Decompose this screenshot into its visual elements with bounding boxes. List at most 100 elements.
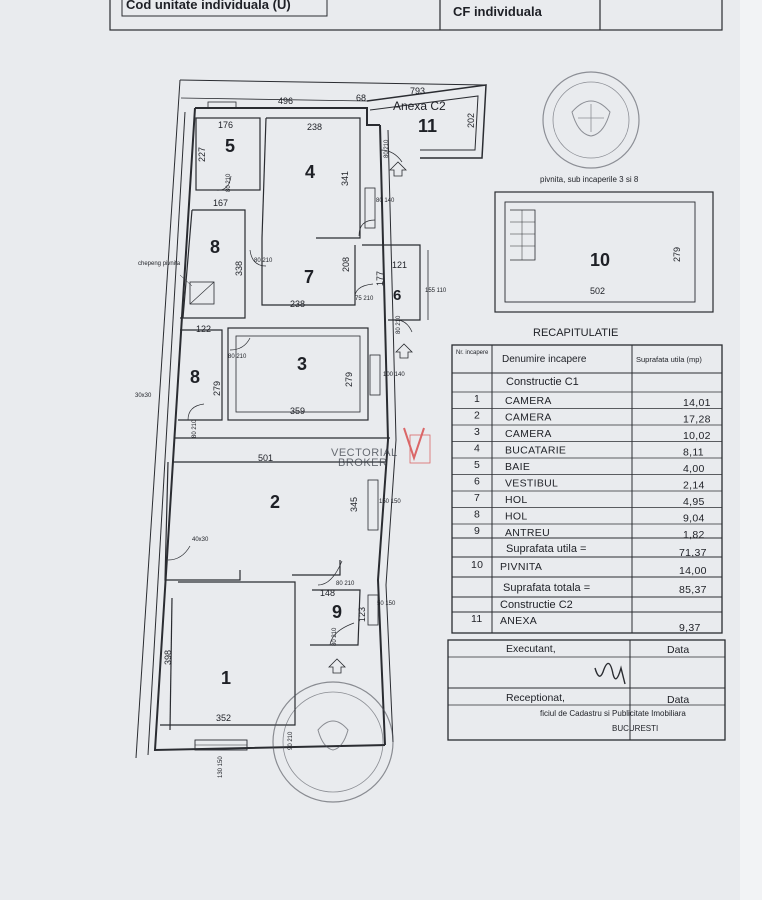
dim-label: 279 bbox=[344, 372, 354, 387]
recap-row-nr: 9 bbox=[474, 525, 480, 537]
recap-row-nr: 4 bbox=[474, 443, 480, 455]
recap-row-nr: 7 bbox=[474, 492, 480, 504]
dim-label: 208 bbox=[341, 257, 351, 272]
dim-label: 501 bbox=[258, 453, 273, 463]
recap-row-nr: 5 bbox=[474, 459, 480, 471]
opening-label: 80 210 bbox=[254, 258, 273, 264]
data-label-1: Data bbox=[667, 644, 689, 656]
data-label-2: Data bbox=[667, 694, 689, 706]
opening-label: 80 210 bbox=[384, 139, 390, 158]
opening-label: 80 210 bbox=[332, 627, 338, 646]
dim-left: 496 bbox=[278, 96, 293, 106]
room-7-number: 7 bbox=[304, 267, 314, 287]
dim-label: 177 bbox=[375, 271, 385, 286]
stamp-line-1: ficiul de Cadastru si Publicitate Imobil… bbox=[540, 709, 686, 718]
dim-label: 345 bbox=[349, 497, 359, 512]
recap-row-area: 8,11 bbox=[683, 447, 704, 459]
recap-row-area: 4,95 bbox=[683, 496, 705, 508]
recap-row-name: CAMERA bbox=[505, 412, 552, 424]
anexa-title: Anexa C2 bbox=[393, 99, 446, 113]
anexa-area: 9,37 bbox=[679, 622, 701, 634]
ministry-stamp bbox=[272, 681, 394, 803]
suprafata-utila-value: 71,37 bbox=[679, 547, 707, 559]
dim-label: 352 bbox=[216, 713, 231, 723]
chepeng-label: chepeng pivnita bbox=[138, 261, 181, 267]
dim-label: 279 bbox=[672, 247, 682, 262]
recap-row-area: 17,28 bbox=[683, 414, 711, 426]
dim-label: 359 bbox=[290, 406, 305, 416]
room-11-number: 11 bbox=[418, 116, 437, 136]
watermark-line1: VECTORIAL bbox=[331, 447, 398, 459]
recap-row-area: 10,02 bbox=[683, 430, 711, 442]
dim-label: 502 bbox=[590, 286, 605, 296]
pivnita-nr: 10 bbox=[471, 559, 483, 571]
anexa-name: ANEXA bbox=[500, 615, 537, 627]
opening-label: 80 210 bbox=[192, 419, 198, 438]
dim-label: 123 bbox=[357, 607, 367, 622]
watermark-line2: BROKER bbox=[338, 457, 387, 469]
dim-label: 227 bbox=[197, 147, 207, 162]
room-6-number: 6 bbox=[393, 287, 401, 304]
anexa-nr: 11 bbox=[471, 613, 483, 625]
dim-label: 398 bbox=[163, 650, 173, 665]
suprafata-totala-value: 85,37 bbox=[679, 584, 707, 596]
recap-row-name: HOL bbox=[505, 511, 528, 523]
recap-row-nr: 8 bbox=[474, 509, 480, 521]
pivnita-name: PIVNITA bbox=[500, 561, 542, 573]
opening-label: 75 210 bbox=[355, 296, 374, 302]
room-8-lower-number: 8 bbox=[190, 367, 200, 387]
pivnita-note: pivnita, sub incaperile 3 si 8 bbox=[540, 175, 639, 184]
room-10-number: 10 bbox=[590, 250, 610, 270]
recap-row-area: 2,14 bbox=[683, 480, 705, 492]
opening-label: 130 150 bbox=[218, 756, 224, 778]
cod-unitate-label: Cod unitate individuala (U) bbox=[126, 0, 291, 12]
col-area-header: Suprafata utila (mp) bbox=[636, 355, 702, 364]
executant-label: Executant, bbox=[506, 643, 556, 655]
opening-label: 80 140 bbox=[376, 198, 395, 204]
recap-row-nr: 3 bbox=[474, 426, 480, 438]
floor-plan bbox=[135, 79, 714, 759]
signature-block: Executant, Data Receptionat, Data ficiul… bbox=[447, 639, 726, 741]
dim-label: 121 bbox=[392, 260, 407, 270]
recap-row-area: 14,01 bbox=[683, 397, 711, 409]
recap-row-area: 1,82 bbox=[683, 529, 705, 541]
dim-label: 341 bbox=[340, 171, 350, 186]
suprafata-totala-label: Suprafata totala = bbox=[503, 582, 590, 594]
section-c2: Constructie C2 bbox=[500, 599, 573, 611]
recap-row-nr: 1 bbox=[474, 393, 480, 405]
recap-table: RECAPITULATIE Nr. incapere Denumire inca… bbox=[451, 327, 723, 634]
recap-title: RECAPITULATIE bbox=[533, 327, 618, 339]
suprafata-utila-label: Suprafata utila = bbox=[506, 543, 586, 555]
dim-total: 793 bbox=[410, 86, 425, 96]
opening-label: 50 150 bbox=[377, 601, 396, 607]
recap-row-name: CAMERA bbox=[505, 395, 552, 407]
cf-individuala-label: CF individuala bbox=[453, 4, 543, 19]
opening-label: 80 210 bbox=[396, 315, 402, 334]
header-table: Cod unitate individuala (U) CF individua… bbox=[109, 0, 723, 31]
opening-label: 100 140 bbox=[383, 372, 405, 378]
recap-row-name: BAIE bbox=[505, 461, 530, 473]
dim-label: 40x30 bbox=[192, 537, 209, 543]
dim-label: 167 bbox=[213, 198, 228, 208]
stamp-line-2: BUCURESTI bbox=[612, 724, 658, 733]
dim-label: 238 bbox=[307, 122, 322, 132]
recap-row-name: VESTIBUL bbox=[505, 478, 558, 490]
dimension-labels: 176 238 227 341 167 338 208 121 177 238 … bbox=[135, 113, 682, 723]
opening-labels: 80 210 80 140 80 210 80 210 75 210 1 5 5 1… bbox=[138, 139, 639, 778]
room-5-number: 5 bbox=[225, 136, 235, 156]
col-name-header: Denumire incapere bbox=[502, 354, 587, 365]
recap-row-name: CAMERA bbox=[505, 428, 552, 440]
room-2-number: 2 bbox=[270, 492, 280, 512]
room-numbers: 1 2 3 4 5 6 7 8 8 9 10 11 bbox=[190, 116, 610, 688]
recap-row-name: ANTREU bbox=[505, 527, 550, 539]
recap-row-nr: 6 bbox=[474, 476, 480, 488]
recap-row-name: HOL bbox=[505, 494, 528, 506]
dim-label: 122 bbox=[196, 324, 211, 334]
dim-label: 238 bbox=[290, 299, 305, 309]
opening-label: 80 210 bbox=[228, 354, 247, 360]
room-4-number: 4 bbox=[305, 162, 315, 182]
dim-label: 30x30 bbox=[135, 393, 152, 399]
dim-label: 202 bbox=[466, 113, 476, 128]
